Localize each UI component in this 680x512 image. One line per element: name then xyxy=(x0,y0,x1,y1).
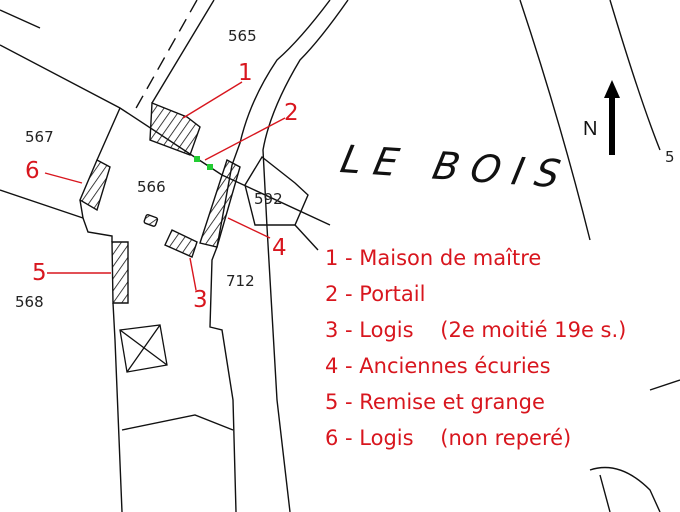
north-arrow-icon xyxy=(604,80,620,155)
building-4-ecuries xyxy=(199,158,241,248)
parcel-568: 568 xyxy=(15,293,44,311)
parcel-592: 592 xyxy=(254,190,283,208)
marker-4: 4 xyxy=(272,235,287,261)
parcel-5: 5 xyxy=(665,148,675,166)
building-3-logis xyxy=(164,229,198,258)
marker-6: 6 xyxy=(25,158,40,184)
marker-5: 5 xyxy=(32,260,47,286)
gate-marker-portail xyxy=(194,156,213,170)
building-1-maison-de-maitre xyxy=(149,101,201,156)
leader-lines xyxy=(44,81,286,291)
legend-item: 1 - Maison de maître xyxy=(325,246,542,270)
buildings xyxy=(79,101,241,304)
legend-item: 6 - Logis (non reperé) xyxy=(325,426,572,450)
parcel-712: 712 xyxy=(226,272,255,290)
legend-item: 2 - Portail xyxy=(325,282,426,306)
north-label: N xyxy=(583,118,598,140)
marker-3: 3 xyxy=(193,287,208,313)
legend: 1 - Maison de maître 2 - Portail 3 - Log… xyxy=(325,240,626,456)
building-6-logis xyxy=(79,159,111,212)
small-building xyxy=(143,214,159,227)
legend-item: 3 - Logis (2e moitié 19e s.) xyxy=(325,318,627,342)
parcel-566: 566 xyxy=(137,178,166,196)
legend-item: 5 - Remise et grange xyxy=(325,390,545,414)
parcel-567: 567 xyxy=(25,128,54,146)
legend-item: 4 - Anciennes écuries xyxy=(325,354,551,378)
marker-1: 1 xyxy=(238,60,253,86)
enclosure-square xyxy=(119,324,168,373)
parcel-565: 565 xyxy=(228,27,257,45)
building-5-remise xyxy=(111,241,129,304)
marker-2: 2 xyxy=(284,100,299,126)
